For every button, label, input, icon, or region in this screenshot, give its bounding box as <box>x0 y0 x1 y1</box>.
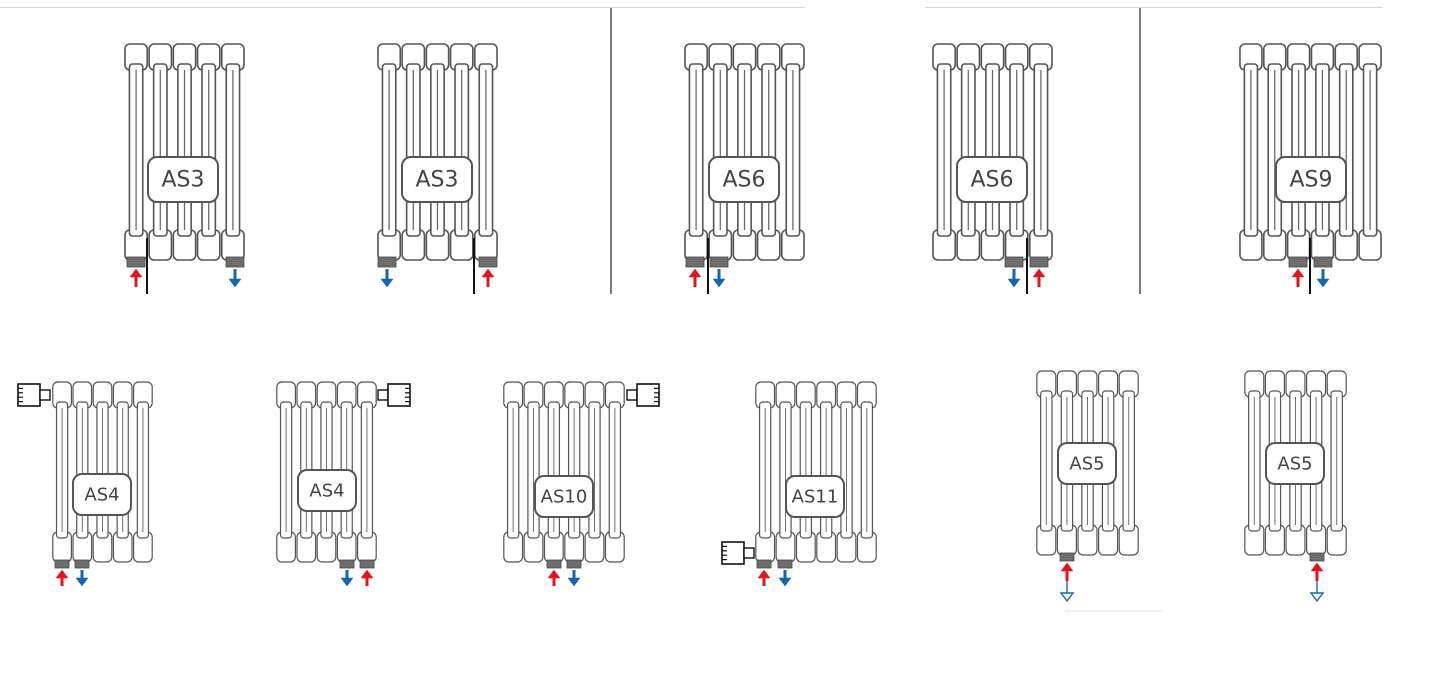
arrow-head-up <box>55 569 69 579</box>
valve-connector <box>359 559 375 569</box>
model-label: AS5 <box>1277 454 1312 475</box>
valve-connector <box>1059 552 1075 562</box>
arrow-head-up <box>481 268 495 278</box>
valve-connector <box>709 256 729 268</box>
arrow-head-down <box>340 577 354 587</box>
arrow-head-up <box>129 268 143 278</box>
valve-connector <box>225 256 245 268</box>
radiator-as9: AS9 <box>1239 43 1382 294</box>
model-label: AS10 <box>541 487 588 508</box>
arrow-head-up <box>1310 562 1324 572</box>
valve-connector <box>54 559 70 569</box>
valve-connector <box>685 256 705 268</box>
model-badge <box>785 475 845 518</box>
radiator-as10: AS10 <box>503 381 660 587</box>
model-badge <box>72 473 132 516</box>
arrow-head-down <box>380 278 394 288</box>
radiator-as4: AS4 <box>276 381 411 587</box>
model-badge <box>401 156 473 203</box>
radiator-as5: AS5 <box>1036 370 1139 603</box>
valve-connector <box>1288 256 1308 268</box>
thermostat-icon <box>626 383 660 407</box>
model-badge <box>147 156 219 203</box>
model-label: AS5 <box>1069 454 1104 475</box>
valve-connector <box>1029 256 1049 268</box>
model-badge <box>956 156 1028 203</box>
valve-connector <box>1004 256 1024 268</box>
model-badge <box>297 469 357 512</box>
thermostat-icon <box>377 383 411 407</box>
thermostat-icon <box>721 541 755 565</box>
model-label: AS9 <box>1289 168 1332 193</box>
arrow-head-down <box>228 278 242 288</box>
arrow-head-up <box>688 268 702 278</box>
arrow-head-up <box>547 569 561 579</box>
model-badge <box>1057 442 1117 485</box>
radiator-as3: AS3 <box>377 43 498 294</box>
arrow-head-down <box>1316 278 1330 288</box>
model-label: AS3 <box>415 168 458 193</box>
valve-connector <box>1313 256 1333 268</box>
model-label: AS6 <box>722 168 765 193</box>
arrow-head-down <box>1309 592 1325 603</box>
model-label: AS4 <box>309 481 344 502</box>
model-label: AS11 <box>792 487 839 508</box>
valve-connector <box>1309 552 1325 562</box>
radiator-as6: AS6 <box>684 43 805 294</box>
model-badge <box>1275 156 1347 203</box>
radiator-as4: AS4 <box>17 381 153 587</box>
arrow-head-up <box>1032 268 1046 278</box>
arrow-head-down <box>778 577 792 587</box>
valve-connector <box>566 559 582 569</box>
arrow-head-up <box>360 569 374 579</box>
radiator-as11: AS11 <box>721 381 877 587</box>
valve-connector <box>756 559 772 569</box>
model-badge <box>534 475 594 518</box>
arrow-head-down <box>1059 592 1075 603</box>
valve-connector <box>126 256 146 268</box>
valve-connector <box>478 256 498 268</box>
model-label: AS3 <box>161 168 204 193</box>
arrow-head-down <box>567 577 581 587</box>
radiator-as3: AS3 <box>124 43 245 294</box>
valve-connector <box>339 559 355 569</box>
valve-connector <box>546 559 562 569</box>
model-label: AS4 <box>84 485 119 506</box>
valve-connector <box>74 559 90 569</box>
arrow-head-up <box>1291 268 1305 278</box>
thermostat-icon <box>17 383 51 407</box>
arrow-head-down <box>75 577 89 587</box>
valve-connector <box>777 559 793 569</box>
radiator-as6: AS6 <box>932 43 1053 294</box>
arrow-head-up <box>757 569 771 579</box>
model-badge <box>708 156 780 203</box>
arrow-head-down <box>1007 278 1021 288</box>
model-label: AS6 <box>970 168 1013 193</box>
arrow-head-up <box>1060 562 1074 572</box>
radiator-as5: AS5 <box>1244 370 1347 603</box>
model-badge <box>1265 442 1325 485</box>
arrow-head-down <box>712 278 726 288</box>
valve-connector <box>377 256 397 268</box>
